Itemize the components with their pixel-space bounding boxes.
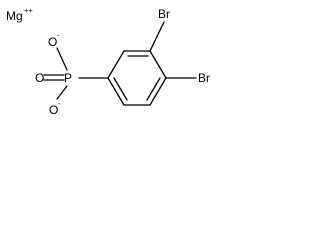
ring-double-bond-left xyxy=(113,77,128,101)
counterion-symbol: Mg xyxy=(6,9,23,23)
oxygen-anion-bottom-charge: - xyxy=(58,99,61,108)
bromine-upper-label: Br xyxy=(158,7,170,21)
bond-c3-br-upper xyxy=(149,21,165,52)
bond-p-o-top xyxy=(56,47,68,71)
ring-double-bond-right xyxy=(146,77,161,101)
bond-p-o-bottom xyxy=(56,85,68,100)
bromine-lower-label: Br xyxy=(198,71,210,85)
oxygen-anion-bottom-label: O xyxy=(49,103,58,117)
oxygen-anion-top-charge: - xyxy=(57,31,60,40)
ring-bond-c4-c5 xyxy=(149,77,167,106)
ring-bond-c1-c2 xyxy=(107,50,125,79)
oxygen-double-bond-label: O xyxy=(35,71,44,85)
ring-bond-c6-c1 xyxy=(107,77,125,106)
structure-diagram: Mg ++ Br Br P O O - O - xyxy=(0,0,220,125)
ring-bond-c3-c4 xyxy=(149,50,167,79)
oxygen-anion-top-label: O xyxy=(48,35,57,49)
counterion-charge: ++ xyxy=(24,6,33,15)
molecule-svg: Mg ++ Br Br P O O - O - xyxy=(6,6,210,117)
phosphorus-label: P xyxy=(64,71,72,85)
